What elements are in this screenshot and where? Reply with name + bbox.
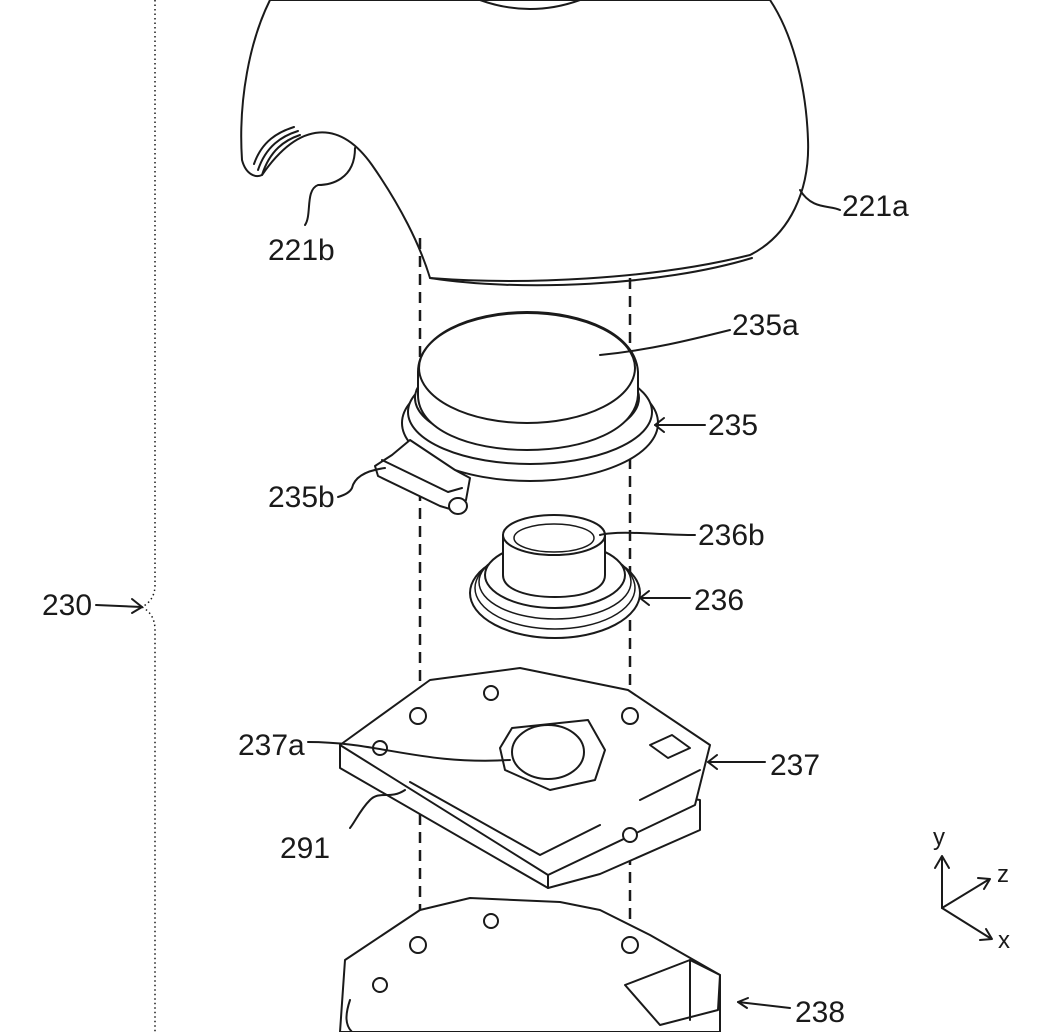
label-236: 236 bbox=[694, 584, 744, 617]
label-237a: 237a bbox=[238, 729, 305, 762]
board-237 bbox=[340, 668, 710, 888]
label-221b: 221b bbox=[268, 234, 335, 267]
label-230: 230 bbox=[42, 589, 92, 622]
component-235 bbox=[375, 312, 658, 514]
coordinate-axes: y z x bbox=[933, 824, 1010, 954]
label-235: 235 bbox=[708, 409, 758, 442]
axis-label-z: z bbox=[997, 861, 1009, 888]
label-236b: 236b bbox=[698, 519, 765, 552]
axis-label-x: x bbox=[998, 927, 1010, 954]
assembly-brace-230 bbox=[142, 0, 155, 1032]
label-221a: 221a bbox=[842, 190, 909, 223]
bracket-238 bbox=[340, 898, 720, 1032]
label-235b: 235b bbox=[268, 481, 335, 514]
axis-label-y: y bbox=[933, 824, 945, 851]
label-291: 291 bbox=[280, 832, 330, 865]
label-237: 237 bbox=[770, 749, 820, 782]
label-238: 238 bbox=[795, 996, 845, 1029]
label-235a: 235a bbox=[732, 309, 799, 342]
